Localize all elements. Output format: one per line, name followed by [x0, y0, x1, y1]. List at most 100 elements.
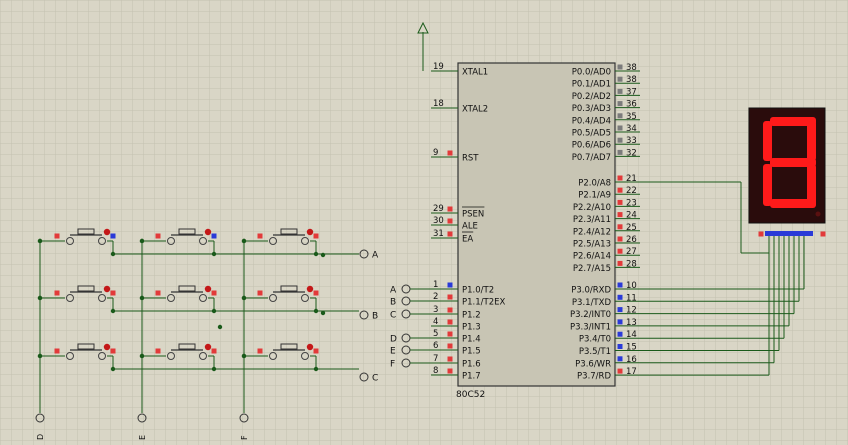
pin-marker [617, 101, 623, 107]
pin-label: P0.1/AD1 [572, 80, 611, 90]
pin-marker [617, 248, 623, 254]
pin-number: 9 [433, 148, 438, 158]
segment [770, 117, 816, 126]
contact-icon [199, 237, 207, 245]
keypad-button[interactable] [241, 285, 319, 314]
pin-number: 1 [433, 280, 438, 290]
pin-number: 11 [626, 293, 637, 303]
pin-number: 10 [626, 281, 637, 291]
pin-marker [110, 348, 116, 354]
keypad-button[interactable] [139, 228, 217, 257]
seven-segment-display[interactable]: 8 [0, 0, 826, 237]
pin-marker [155, 290, 161, 296]
terminal-label: D [390, 335, 397, 345]
pin-marker [758, 231, 764, 237]
keypad-button[interactable] [139, 343, 217, 372]
pin-marker [110, 290, 116, 296]
pin-marker [313, 233, 319, 239]
terminal-label: A [390, 286, 397, 296]
pin-marker [617, 125, 623, 131]
pin-number: 16 [626, 355, 637, 365]
pin-label: P0.7/AD7 [572, 153, 611, 163]
pin-label: P0.6/AD6 [572, 141, 611, 151]
pin-label: P1.7 [462, 372, 481, 382]
pin-marker [447, 368, 453, 374]
keypad-button[interactable] [241, 343, 319, 372]
keypad-button[interactable] [37, 285, 116, 314]
chip-input-terminal-c[interactable]: C [390, 309, 431, 321]
microcontroller-chip[interactable]: 19XTAL118XTAL29RST29PSEN30ALE31EA1P1.0/T… [431, 62, 640, 400]
contact-icon [167, 294, 175, 302]
pin-label: P2.4/A12 [573, 227, 611, 237]
pin-number: 4 [433, 317, 438, 327]
pin-marker [54, 233, 60, 239]
pin-number: 38 [626, 63, 637, 73]
terminal-label: C [372, 374, 378, 384]
pin-label: XTAL1 [462, 68, 488, 78]
pin-marker [211, 233, 217, 239]
pin-number: 18 [433, 99, 444, 109]
pin-marker [617, 187, 623, 193]
pin-number: 26 [626, 235, 637, 245]
pin-marker [617, 149, 623, 155]
pin-label: P2.3/A11 [573, 215, 611, 225]
terminal-icon [359, 310, 369, 320]
right-pins: 38P0.0/AD038P0.1/AD137P0.2/AD236P0.3/AD3… [570, 63, 640, 382]
pin-marker [257, 348, 263, 354]
pin-label: P0.3/AD3 [572, 104, 611, 114]
junction-dot [110, 366, 116, 372]
pin-marker [447, 218, 453, 224]
pin-marker [257, 290, 263, 296]
pin-label: P2.6/A14 [573, 252, 611, 262]
pin-marker [617, 224, 623, 230]
pin-marker [617, 260, 623, 266]
pin-number: 24 [626, 211, 637, 221]
column-terminal-e[interactable]: E [137, 413, 147, 440]
led-indicator-icon [306, 228, 314, 236]
pin-number: 31 [433, 229, 444, 239]
junction-dot [139, 353, 145, 359]
column-terminal-f[interactable]: F [239, 413, 249, 440]
keypad-button[interactable] [139, 285, 217, 314]
pin-marker [617, 344, 623, 349]
pin-marker [617, 175, 623, 181]
row-terminal-c[interactable]: C [359, 372, 378, 384]
contact-icon [301, 294, 309, 302]
chip-input-terminal-e[interactable]: E [390, 345, 431, 357]
terminal-label: B [372, 312, 378, 322]
pin-marker [211, 290, 217, 296]
power-arrow-icon[interactable] [417, 21, 429, 71]
pin-number: 3 [433, 305, 438, 315]
pin-label: P3.1/TXD [572, 298, 612, 308]
contact-icon [199, 352, 207, 360]
row-terminal-b[interactable]: B [359, 310, 378, 322]
pin-number: 8 [433, 366, 438, 376]
pin-marker [313, 290, 319, 296]
terminal-label: A [372, 251, 379, 261]
pin-label: P0.5/AD5 [572, 129, 611, 139]
junction-dot [110, 308, 116, 314]
pin-number: 22 [626, 186, 637, 196]
chip-input-terminal-b[interactable]: B [390, 296, 431, 308]
pin-label: P1.3 [462, 323, 481, 333]
chip-input-terminal-a[interactable]: A [390, 284, 431, 296]
contact-icon [167, 352, 175, 360]
keypad-button[interactable] [37, 228, 116, 257]
keypad-matrix [37, 228, 319, 372]
contact-icon [98, 294, 106, 302]
keypad-button[interactable] [241, 228, 319, 257]
contact-icon [66, 352, 74, 360]
column-terminal-d[interactable]: D [35, 413, 45, 440]
junction-dot [320, 310, 326, 316]
pin-number: 15 [626, 343, 637, 353]
row-terminal-a[interactable]: A [359, 249, 379, 261]
keypad-button[interactable] [37, 343, 116, 372]
pin-number: 12 [626, 306, 637, 316]
plunger-cap [280, 228, 298, 235]
chip-input-terminal-f[interactable]: F [390, 358, 431, 370]
junction-dot [217, 324, 223, 330]
pin-label: P2.2/A10 [573, 203, 611, 213]
chip-input-terminal-d[interactable]: D [390, 333, 431, 345]
pin-number: 2 [433, 292, 438, 302]
led-indicator-icon [306, 285, 314, 293]
